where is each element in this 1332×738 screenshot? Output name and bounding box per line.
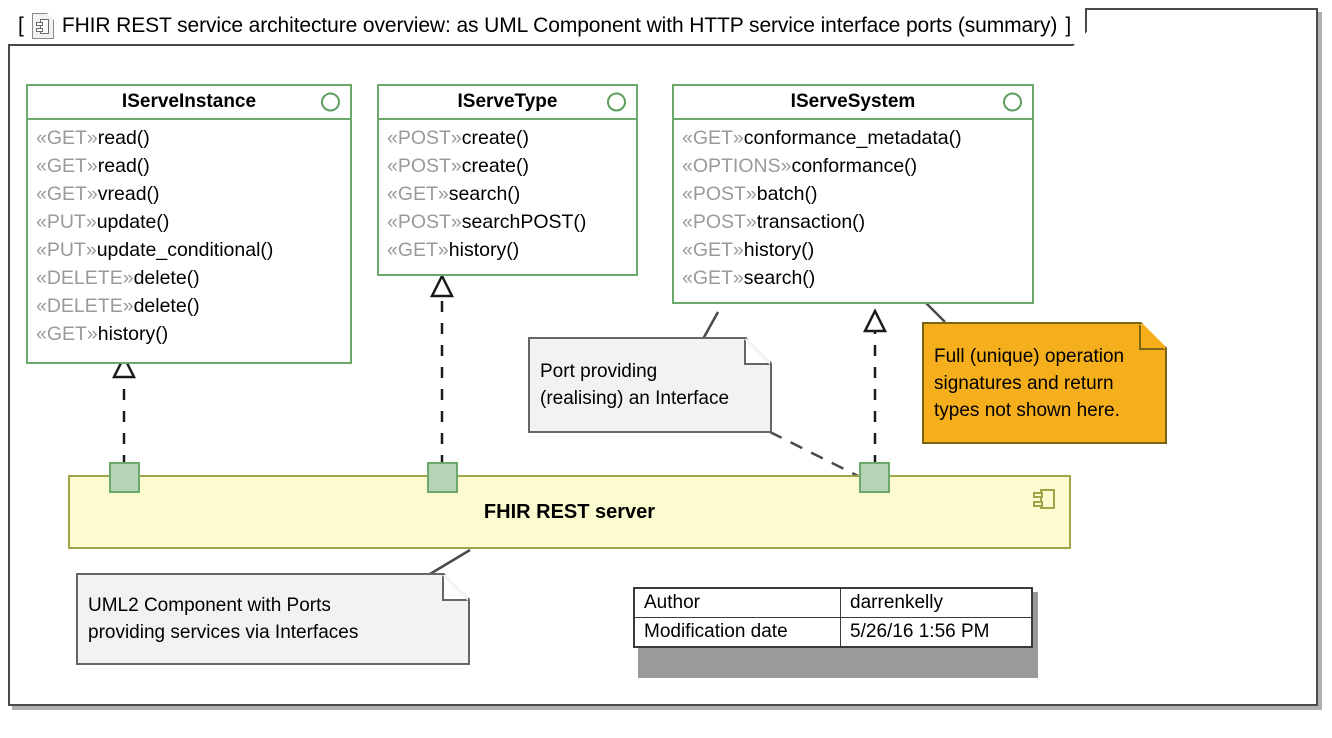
interface-operations: «GET»conformance_metadata() «OPTIONS»con… (674, 120, 1032, 300)
interface-iservetype[interactable]: IServeType «POST»create() «POST»create()… (377, 84, 638, 276)
interface-name: IServeType (457, 91, 558, 112)
operation-row: «GET»history() (682, 239, 815, 261)
interface-circle-icon (607, 92, 626, 112)
table-row: Author darrenkelly (633, 587, 1033, 618)
interface-operations: «GET»read() «GET»read() «GET»vread() «PU… (28, 120, 350, 356)
note-text: Port providing (realising) an Interface (540, 361, 730, 409)
interface-name: IServeSystem (790, 91, 916, 112)
operation-row: «DELETE»delete() (36, 267, 200, 289)
operation-row: «GET»read() (36, 155, 150, 177)
diagram-page-icon (32, 13, 54, 39)
port-iservesystem[interactable] (859, 462, 890, 493)
metadata-value: darrenkelly (840, 587, 1033, 618)
operation-row: «POST»searchPOST() (387, 211, 587, 233)
component-label: FHIR REST server (483, 500, 656, 523)
operation-row: «PUT»update() (36, 211, 170, 233)
port-iserveinstance[interactable] (109, 462, 140, 493)
operation-row: «GET»read() (36, 127, 150, 149)
interface-header: IServeInstance (28, 86, 350, 120)
operation-row: «GET»search() (387, 183, 521, 205)
frame-title: FHIR REST service architecture overview:… (61, 14, 1058, 37)
uml-component-icon (1033, 489, 1055, 509)
operation-row: «GET»search() (682, 267, 816, 289)
metadata-key: Author (633, 587, 842, 618)
frame-header: [ FHIR REST service architecture overvie… (8, 8, 1087, 46)
operation-row: «POST»create() (387, 127, 529, 149)
interface-header: IServeType (379, 86, 636, 120)
operation-row: «OPTIONS»conformance() (682, 155, 918, 177)
component-fhir-rest-server[interactable]: FHIR REST server (68, 475, 1071, 549)
note-text: Full (unique) operation signatures and r… (934, 345, 1125, 421)
frame-bracket-open: [ (18, 14, 24, 37)
operation-row: «GET»history() (36, 323, 169, 345)
interface-iservesystem[interactable]: IServeSystem «GET»conformance_metadata()… (672, 84, 1034, 304)
note-signatures[interactable]: Full (unique) operation signatures and r… (922, 322, 1167, 444)
interface-header: IServeSystem (674, 86, 1032, 120)
interface-operations: «POST»create() «POST»create() «GET»searc… (379, 120, 636, 272)
operation-row: «POST»transaction() (682, 211, 866, 233)
port-iservetype[interactable] (427, 462, 458, 493)
interface-iserveinstance[interactable]: IServeInstance «GET»read() «GET»read() «… (26, 84, 352, 364)
note-port-providing[interactable]: Port providing (realising) an Interface (528, 337, 772, 433)
operation-row: «GET»history() (387, 239, 520, 261)
interface-circle-icon (321, 92, 340, 112)
metadata-key: Modification date (633, 617, 842, 648)
metadata-table: Author darrenkelly Modification date 5/2… (633, 587, 1033, 648)
operation-row: «DELETE»delete() (36, 295, 200, 317)
operation-row: «PUT»update_conditional() (36, 239, 274, 261)
table-row: Modification date 5/26/16 1:56 PM (633, 617, 1033, 648)
interface-circle-icon (1003, 92, 1022, 112)
operation-row: «POST»create() (387, 155, 529, 177)
operation-row: «GET»vread() (36, 183, 160, 205)
note-text: UML2 Component with Ports providing serv… (88, 595, 359, 643)
frame-bracket-close: ] (1065, 14, 1072, 37)
note-uml2-component[interactable]: UML2 Component with Ports providing serv… (76, 573, 470, 665)
operation-row: «POST»batch() (682, 183, 818, 205)
operation-row: «GET»conformance_metadata() (682, 127, 962, 149)
metadata-value: 5/26/16 1:56 PM (840, 617, 1033, 648)
interface-name: IServeInstance (121, 91, 257, 112)
